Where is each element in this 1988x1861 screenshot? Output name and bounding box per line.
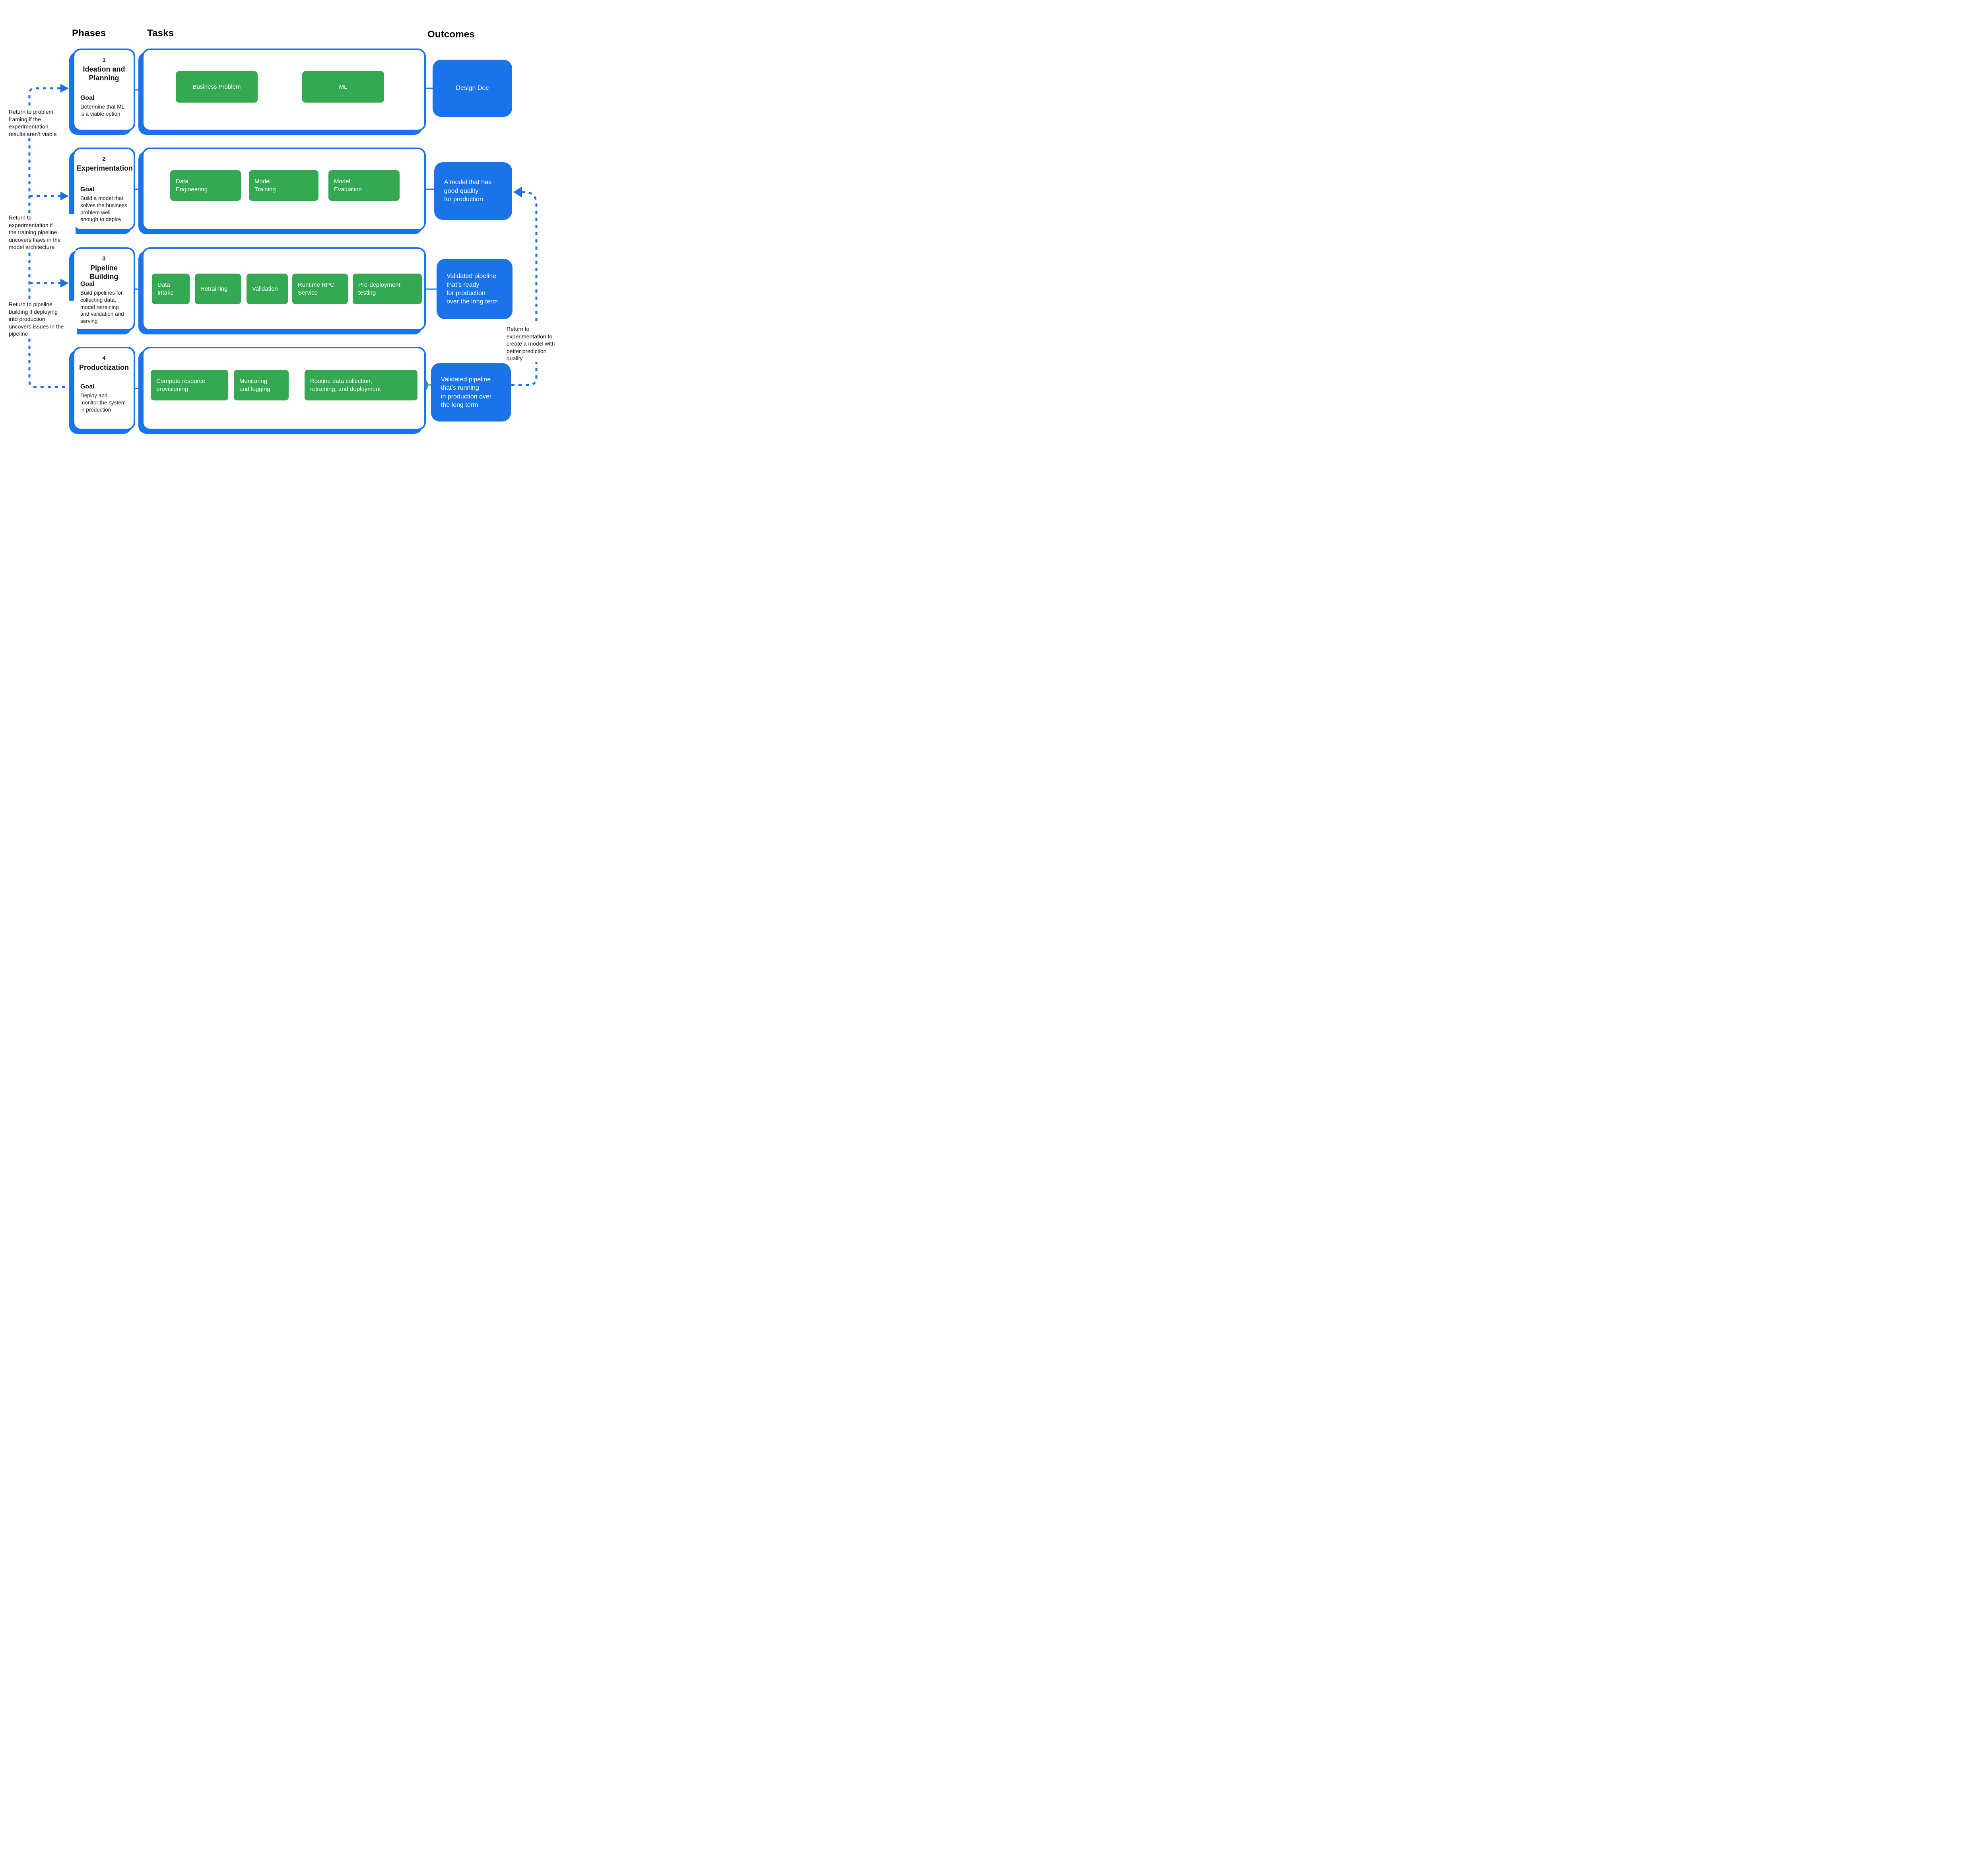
task-label: Data Intake xyxy=(157,282,174,296)
task-validation: Validation xyxy=(247,274,288,304)
note-return-experimentation-right: Return to experimentation to create a mo… xyxy=(507,325,563,363)
phase-title: Productization xyxy=(79,363,129,371)
task-model-training: Model Training xyxy=(249,170,318,201)
task-label: Runtime RPC Service xyxy=(298,282,334,296)
goal-label: Goal xyxy=(80,186,95,193)
note-return-problem-framing: Return to problem framing if the experim… xyxy=(9,108,68,138)
arrow-right-icon xyxy=(60,279,69,288)
outcome-label: Validated pipeline that’s running in pro… xyxy=(441,376,492,408)
phase-title: Experimentation xyxy=(77,164,133,172)
phase-number: 1 xyxy=(102,56,106,63)
task-label: Model Training xyxy=(254,178,276,193)
task-label: ML xyxy=(339,83,348,90)
arrow-right-icon xyxy=(60,192,69,200)
phase-card-experimentation: 2 Experimentation Goal Build a model tha… xyxy=(73,148,135,231)
task-label: Routine data collection, retraining, and… xyxy=(310,378,381,392)
goal-label: Goal xyxy=(80,95,95,101)
task-label: Monitoring and logging xyxy=(239,378,270,392)
note-return-pipeline-building: Return to pipeline building if deploying… xyxy=(9,301,77,338)
outcome-label: Design Doc xyxy=(456,85,489,92)
arrow-right-icon xyxy=(60,84,69,93)
task-monitoring-and-logging: Monitoring and logging xyxy=(234,370,289,400)
phase-title: Ideation and Planning xyxy=(83,65,125,82)
task-business-problem: Business Problem xyxy=(176,71,258,103)
task-data-engineering: Data Engineering xyxy=(170,170,241,201)
goal-label: Goal xyxy=(80,383,95,390)
goal-text: Build a model that solves the business p… xyxy=(80,195,127,223)
tasks-column-header: Tasks xyxy=(147,28,174,39)
mlops-phases-diagram: Phases Tasks Outcomes 1 Ideation and Pla… xyxy=(0,0,564,465)
phase-number: 3 xyxy=(102,255,106,262)
outcome-validated-pipeline-ready: Validated pipeline that’s ready for prod… xyxy=(437,259,513,319)
outcome-validated-pipeline-running: Validated pipeline that’s running in pro… xyxy=(431,363,511,422)
task-ml: ML xyxy=(302,71,384,103)
phase-card-productization: 4 Productization Goal Deploy and monitor… xyxy=(73,347,135,430)
task-label: Model Evaluation xyxy=(334,178,362,193)
task-label: Compute resource provisioning xyxy=(156,378,206,392)
outcome-label: Validated pipeline that’s ready for prod… xyxy=(447,273,498,305)
task-data-intake: Data Intake xyxy=(152,274,190,304)
task-label: Business Problem xyxy=(192,83,241,90)
task-compute-resource-provisioning: Compute resource provisioning xyxy=(151,370,228,400)
return-path-right xyxy=(511,191,538,386)
task-label: Pre-deployment testing xyxy=(358,282,400,296)
task-label: Data Engineering xyxy=(176,178,208,193)
task-model-evaluation: Model Evaluation xyxy=(328,170,400,201)
task-runtime-rpc-service: Runtime RPC Service xyxy=(292,274,348,304)
outcome-design-doc: Design Doc xyxy=(433,60,512,117)
phases-column-header: Phases xyxy=(72,28,106,39)
task-routine-data-collection: Routine data collection, retraining, and… xyxy=(305,370,417,400)
phase-number: 2 xyxy=(102,155,106,162)
note-return-experimentation-left: Return to experimentation if the trainin… xyxy=(9,214,76,251)
outcome-quality-model: A model that has good quality for produc… xyxy=(434,162,512,220)
outcome-label: A model that has good quality for produc… xyxy=(444,179,492,203)
phase-card-pipeline-building: 3 Pipeline Building Goal Build pipelines… xyxy=(73,247,135,331)
task-label: Validation xyxy=(252,285,278,292)
task-label: Retraining xyxy=(200,285,228,292)
arrow-left-icon xyxy=(513,186,522,198)
phase-title: Pipeline Building xyxy=(89,264,118,281)
goal-text: Build pipelines for collecting data, mod… xyxy=(80,290,124,324)
outcomes-column-header: Outcomes xyxy=(427,29,475,40)
goal-text: Deploy and monitor the system in product… xyxy=(80,392,126,413)
task-retraining: Retraining xyxy=(195,274,241,304)
phase-number: 4 xyxy=(102,355,106,361)
goal-text: Determine that ML is a viable option xyxy=(80,104,125,117)
goal-label: Goal xyxy=(80,281,95,288)
task-pre-deployment-testing: Pre-deployment testing xyxy=(353,274,422,304)
phase-card-ideation: 1 Ideation and Planning Goal Determine t… xyxy=(73,49,135,131)
